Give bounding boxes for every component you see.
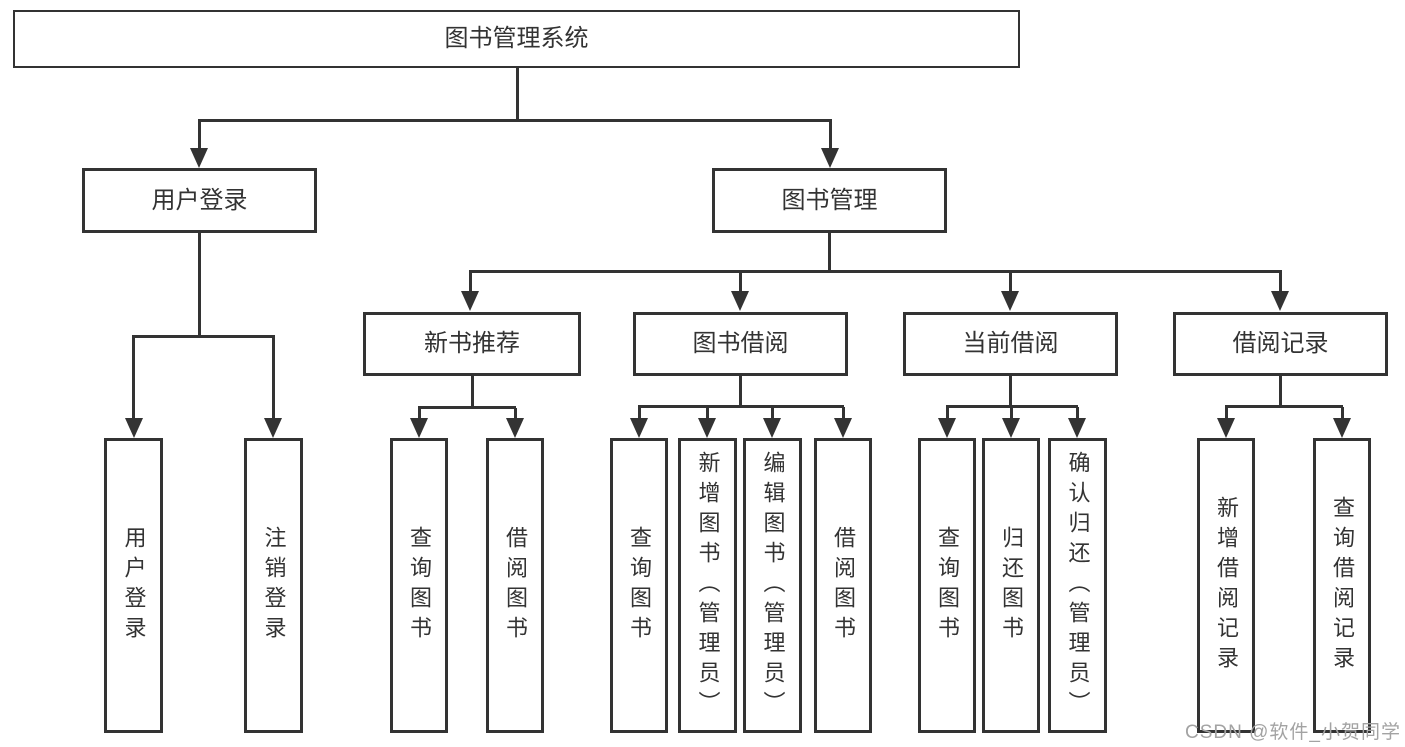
connector-line	[1341, 407, 1344, 420]
connector-line	[469, 270, 1282, 273]
connector-line	[842, 407, 845, 420]
connector-line	[638, 405, 844, 408]
connector-line	[946, 407, 949, 420]
connector-line	[1225, 405, 1343, 408]
connector-line	[132, 337, 135, 420]
leaf-return-books: 归还图书	[982, 438, 1040, 733]
leaf-user-login: 用户登录	[104, 438, 163, 733]
arrow-down-icon	[190, 148, 208, 168]
connector-line	[469, 272, 472, 293]
connector-line	[706, 407, 709, 420]
arrow-down-icon	[763, 418, 781, 438]
connector-line	[198, 119, 832, 122]
connector-line	[1279, 376, 1282, 407]
connector-line	[418, 408, 421, 420]
arrow-down-icon	[1068, 418, 1086, 438]
leaf-add-borrow-record: 新增借阅记录	[1197, 438, 1255, 733]
arrow-down-icon	[834, 418, 852, 438]
connector-line	[638, 407, 641, 420]
arrow-down-icon	[1271, 291, 1289, 311]
arrow-down-icon	[410, 418, 428, 438]
arrow-down-icon	[630, 418, 648, 438]
connector-line	[739, 272, 742, 293]
connector-line	[829, 120, 832, 150]
leaf-query-books-recommend: 查询图书	[390, 438, 448, 733]
leaf-borrow-books-recommend: 借阅图书	[486, 438, 544, 733]
connector-line	[1010, 407, 1013, 420]
connector-line	[198, 120, 201, 150]
connector-line	[1009, 376, 1012, 407]
connector-line	[771, 407, 774, 420]
leaf-query-books-current: 查询图书	[918, 438, 976, 733]
leaf-borrow-books: 借阅图书	[814, 438, 872, 733]
connector-line	[739, 376, 742, 407]
connector-line	[514, 408, 517, 420]
node-new-book-recommendation: 新书推荐	[363, 312, 581, 376]
arrow-down-icon	[821, 148, 839, 168]
connector-line	[946, 405, 1078, 408]
connector-line	[132, 335, 275, 338]
node-current-borrowing: 当前借阅	[903, 312, 1118, 376]
arrow-down-icon	[125, 418, 143, 438]
node-borrowing-records: 借阅记录	[1173, 312, 1388, 376]
arrow-down-icon	[1333, 418, 1351, 438]
connector-line	[471, 376, 474, 408]
node-library-management-system: 图书管理系统	[13, 10, 1020, 68]
node-book-management: 图书管理	[712, 168, 947, 233]
csdn-watermark: CSDN @软件_小贺同学	[1185, 722, 1401, 743]
arrow-down-icon	[731, 291, 749, 311]
arrow-down-icon	[264, 418, 282, 438]
arrow-down-icon	[938, 418, 956, 438]
connector-line	[1076, 407, 1079, 420]
connector-line	[198, 233, 201, 337]
arrow-down-icon	[461, 291, 479, 311]
arrow-down-icon	[1002, 418, 1020, 438]
leaf-logout: 注销登录	[244, 438, 303, 733]
connector-line	[1225, 407, 1228, 420]
arrow-down-icon	[1001, 291, 1019, 311]
leaf-query-borrow-record: 查询借阅记录	[1313, 438, 1371, 733]
arrow-down-icon	[1217, 418, 1235, 438]
connector-line	[828, 233, 831, 272]
arrow-down-icon	[506, 418, 524, 438]
node-book-borrowing: 图书借阅	[633, 312, 848, 376]
connector-line	[418, 406, 516, 409]
leaf-add-books-admin: 新增图书（管理员）	[678, 438, 737, 733]
arrow-down-icon	[698, 418, 716, 438]
leaf-query-books-borrowing: 查询图书	[610, 438, 668, 733]
connector-line	[272, 337, 275, 420]
connector-line	[1009, 272, 1012, 293]
connector-line	[1279, 272, 1282, 293]
node-user-login: 用户登录	[82, 168, 317, 233]
leaf-edit-books-admin: 编辑图书（管理员）	[743, 438, 802, 733]
leaf-confirm-return-admin: 确认归还（管理员）	[1048, 438, 1107, 733]
connector-line	[516, 68, 519, 122]
